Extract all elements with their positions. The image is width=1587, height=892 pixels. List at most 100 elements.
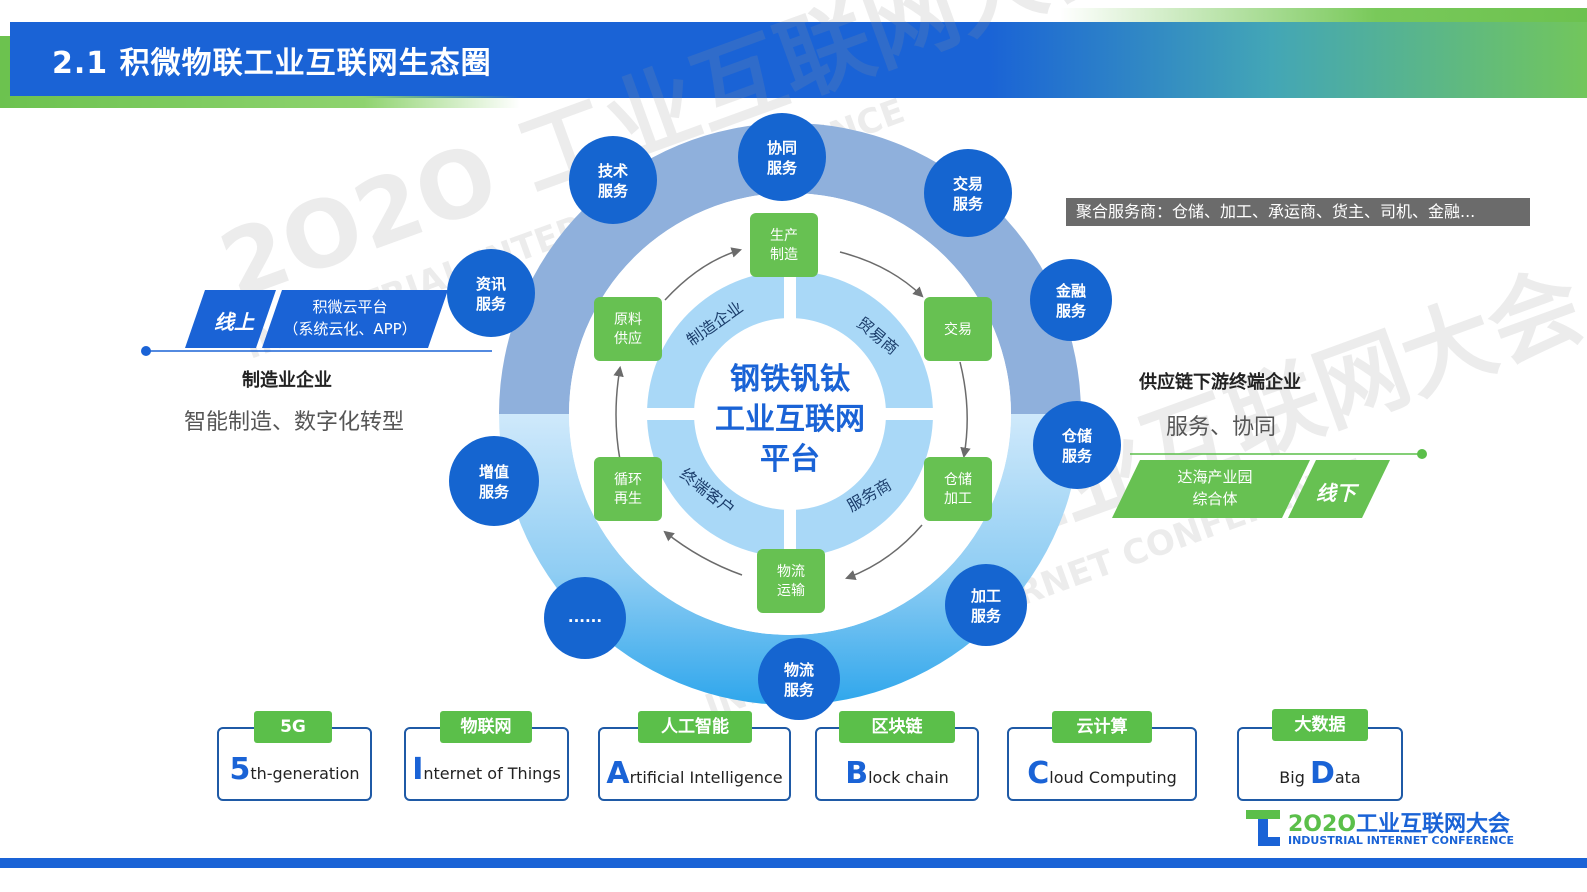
platform-title-line3: 平台 <box>760 442 820 477</box>
conference-logo: 2O2O工业互联网大会 INDUSTRIAL INTERNET CONFEREN… <box>1246 806 1536 852</box>
header-accent-bottom <box>0 96 520 108</box>
svg-text:金融: 金融 <box>1055 282 1086 300</box>
park-banner-shape <box>1112 460 1310 518</box>
svg-text:物流: 物流 <box>784 661 814 679</box>
tech-initial: A <box>606 756 630 791</box>
park-desc: 综合体 <box>1192 490 1238 508</box>
platform-title-line2: 工业互联网 <box>715 402 865 437</box>
aggregator-banner: 聚合服务商：仓储、加工、承运商、货主、司机、金融... <box>1066 198 1530 226</box>
tech-initial: 5 <box>229 752 251 787</box>
right-subheading: 服务、协同 <box>1166 415 1277 440</box>
svg-text:服务: 服务 <box>784 681 815 699</box>
tech-name-cloud: Cloud Computing <box>1007 756 1197 791</box>
tech-initial: B <box>845 756 869 791</box>
svg-text:服务: 服务 <box>479 483 510 501</box>
tech-initial: C <box>1027 756 1050 791</box>
header-accent-left <box>0 36 12 106</box>
logo-mark-icon <box>1246 810 1280 846</box>
logo-title: 2O2O工业互联网大会 <box>1288 806 1510 838</box>
svg-text:技术: 技术 <box>598 162 628 180</box>
tech-tag-iot: 物联网 <box>440 711 532 743</box>
tech-tag-5g: 5G <box>254 711 332 743</box>
tech-rest: rtificial Intelligence <box>629 768 783 787</box>
tech-rest: ata <box>1334 768 1361 787</box>
left-subheading: 智能制造、数字化转型 <box>184 410 405 435</box>
page-title: 2.1 积微物联工业互联网生态圈 <box>52 46 492 81</box>
svg-text:运输: 运输 <box>777 583 805 599</box>
flow-arrow-6 <box>613 365 624 461</box>
svg-text:加工: 加工 <box>944 491 972 507</box>
offline-tag-shape <box>1288 460 1390 518</box>
tech-tag-bigdata: 大数据 <box>1272 709 1368 741</box>
svg-text:再生: 再生 <box>614 491 642 507</box>
tech-initial: I <box>412 752 424 787</box>
tech-tag-blockchain: 区块链 <box>839 711 955 743</box>
offline-tag: 线下 <box>1316 481 1356 505</box>
service-node-finance: 金融 服务 <box>1030 259 1112 341</box>
inner-box-raw-materials: 原料 供应 <box>594 297 662 361</box>
inner-box-production: 生产 制造 <box>750 213 818 277</box>
platform-desc: （系统云化、APP） <box>283 320 417 338</box>
tech-name-ai: Artificial Intelligence <box>598 756 791 791</box>
svg-text:供应: 供应 <box>614 330 642 347</box>
platform-name: 积微云平台 <box>312 298 388 316</box>
service-node-logistics: 物流 服务 <box>758 638 840 720</box>
service-node-more: ...... <box>544 577 626 659</box>
inner-box-recycling: 循环 再生 <box>594 457 662 521</box>
service-node-technology: 技术 服务 <box>569 136 657 224</box>
flow-arrow-5 <box>663 530 743 576</box>
tech-tag-cloud: 云计算 <box>1052 711 1152 743</box>
service-node-information: 资讯 服务 <box>447 249 535 337</box>
tech-rest: th-generation <box>250 764 360 783</box>
center-circle <box>694 318 886 510</box>
tech-tag-ai: 人工智能 <box>638 711 752 743</box>
flow-arrow-1 <box>664 247 743 301</box>
left-heading: 制造业企业 <box>242 370 332 391</box>
park-name: 达海产业园 <box>1177 468 1253 486</box>
svg-text:服务: 服务 <box>476 295 507 313</box>
right-heading: 供应链下游终端企业 <box>1139 372 1301 393</box>
service-node-warehousing: 仓储 服务 <box>1033 401 1121 489</box>
tech-rest: nternet of Things <box>423 764 561 783</box>
svg-text:服务: 服务 <box>767 159 798 177</box>
tech-name-blockchain: Block chain <box>815 756 979 791</box>
svg-text:物流: 物流 <box>777 564 805 580</box>
header-accent-top <box>1060 8 1587 22</box>
svg-text:服务: 服务 <box>953 195 984 213</box>
svg-text:服务: 服务 <box>971 607 1002 625</box>
flow-arrow-3 <box>959 361 971 459</box>
logo-en: INDUSTRIAL INTERNET CONFERENCE <box>1288 834 1514 847</box>
tech-prefix: Big <box>1279 768 1310 787</box>
svg-text:交易: 交易 <box>953 175 983 193</box>
flow-arrow-4 <box>845 524 923 580</box>
svg-text:循环: 循环 <box>614 472 642 488</box>
svg-text:制造: 制造 <box>770 247 798 263</box>
svg-text:生产: 生产 <box>770 228 798 244</box>
svg-text:服务: 服务 <box>1056 302 1087 320</box>
svg-text:服务: 服务 <box>1062 447 1093 465</box>
flow-arrow-2 <box>839 251 924 298</box>
svg-text:......: ...... <box>568 608 602 626</box>
svg-text:仓储: 仓储 <box>1061 427 1092 445</box>
svg-text:协同: 协同 <box>767 139 797 157</box>
service-node-trading: 交易 服务 <box>924 149 1012 237</box>
park-banner-text: 达海产业园 综合体 <box>1130 466 1300 510</box>
inner-box-warehousing: 仓储 加工 <box>924 457 992 521</box>
online-tag: 线上 <box>214 310 254 334</box>
inner-box-logistics: 物流 运输 <box>757 549 825 613</box>
tech-rest: lock chain <box>868 768 949 787</box>
logo-year: 2O2O <box>1288 812 1357 837</box>
platform-banner-shape <box>262 290 448 348</box>
service-node-collaboration: 协同 服务 <box>738 113 826 201</box>
header-bar <box>10 22 1587 98</box>
service-node-value-added: 增值 服务 <box>449 436 539 526</box>
svg-text:增值: 增值 <box>479 463 509 481</box>
logo-cn: 工业互联网大会 <box>1356 812 1511 837</box>
tech-initial: D <box>1309 756 1335 791</box>
tech-rest: loud Computing <box>1049 768 1177 787</box>
svg-text:资讯: 资讯 <box>476 275 506 293</box>
svg-text:服务: 服务 <box>598 182 629 200</box>
inner-box-trading: 交易 <box>924 297 992 361</box>
platform-title: 钢铁钒钛 工业互联网 平台 <box>694 360 886 480</box>
